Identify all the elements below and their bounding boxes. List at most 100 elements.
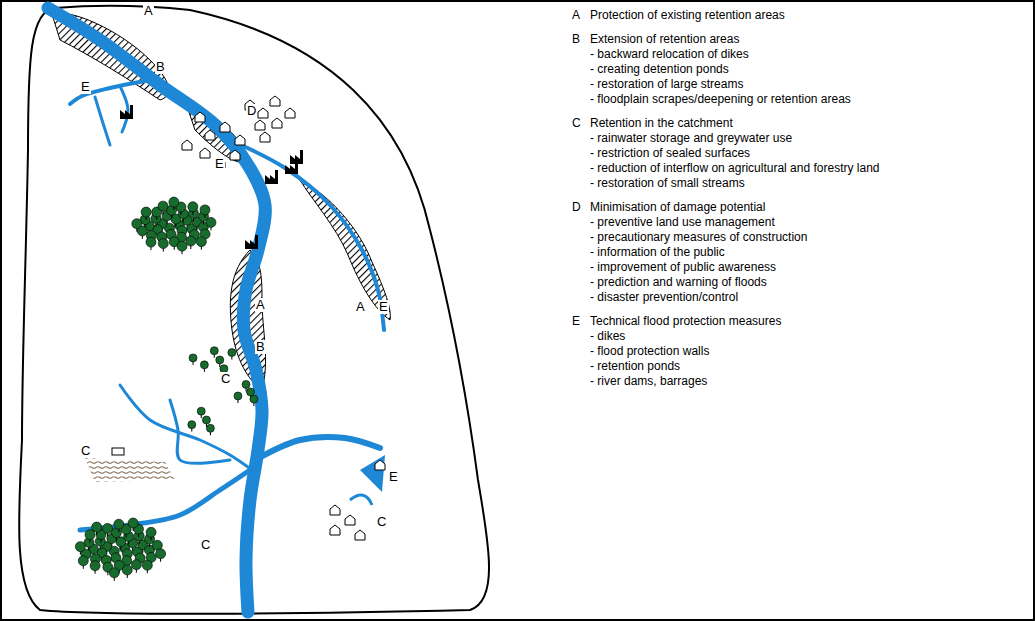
house xyxy=(235,135,245,145)
map-callout-letter: C xyxy=(200,538,211,552)
catchment-outline xyxy=(19,6,489,614)
house xyxy=(260,132,270,142)
house xyxy=(195,112,205,122)
tree xyxy=(122,565,132,578)
river xyxy=(70,80,150,104)
tractor xyxy=(112,448,124,455)
measure-item: - restoration of small streams xyxy=(590,176,1029,190)
measure-item: - reduction of interflow on agricultural… xyxy=(590,161,1029,175)
tree xyxy=(141,207,151,220)
tree xyxy=(128,518,138,531)
measure-item: - restoration of large streams xyxy=(590,77,1029,91)
tree xyxy=(146,527,156,540)
tree xyxy=(158,201,168,214)
map-callout-letter: C xyxy=(220,372,231,386)
measure-heading: Technical flood protection measures xyxy=(590,314,781,328)
tree xyxy=(114,519,124,532)
river xyxy=(255,437,380,460)
house xyxy=(330,505,340,515)
tree xyxy=(109,568,119,581)
tree xyxy=(142,560,152,573)
tree xyxy=(92,522,102,535)
map-callout-letter: C xyxy=(376,515,387,529)
map-callout-letter: E xyxy=(378,300,389,314)
river xyxy=(95,97,110,145)
measure-heading: Retention in the catchment xyxy=(590,116,733,130)
map-callout-letter: E xyxy=(388,470,399,484)
tree xyxy=(132,219,142,232)
tree xyxy=(206,217,216,230)
tree xyxy=(242,380,250,391)
tree xyxy=(156,549,166,562)
house xyxy=(258,108,268,118)
factory xyxy=(285,160,298,174)
tree xyxy=(90,561,100,574)
measure-item: - restriction of sealed surfaces xyxy=(590,146,1029,160)
house xyxy=(345,515,355,525)
measure-item: - river dams, barrages xyxy=(590,374,1029,388)
measure-heading: Protection of existing retention areas xyxy=(590,8,785,22)
map-callout-letter: B xyxy=(155,60,166,74)
measure-item: - disaster prevention/control xyxy=(590,290,1029,304)
key-letter: E xyxy=(572,314,580,328)
house xyxy=(285,108,295,118)
house xyxy=(220,122,230,132)
dam-symbol xyxy=(360,455,385,492)
house xyxy=(230,150,240,160)
house xyxy=(272,118,282,128)
tree xyxy=(78,556,88,569)
tree xyxy=(200,205,210,218)
measure-item: - dikes xyxy=(590,329,1029,343)
map-callout-letter: A xyxy=(355,300,366,314)
river xyxy=(120,86,128,132)
factory xyxy=(245,235,258,249)
tree xyxy=(103,523,113,536)
measure-item: - preventive land use management xyxy=(590,215,1029,229)
tree xyxy=(197,407,205,418)
measure-item: - flood protection walls xyxy=(590,344,1029,358)
measure-item: - prediction and warning of floods xyxy=(590,275,1029,289)
map-callout-letter: E xyxy=(214,157,225,171)
river xyxy=(120,385,252,470)
house xyxy=(255,120,265,130)
house xyxy=(375,460,385,470)
map-callout-letter: E xyxy=(80,80,91,94)
map-callout-letter: B xyxy=(255,340,266,354)
key-letter: D xyxy=(572,200,581,214)
measure-item: - information of the public xyxy=(590,245,1029,259)
tree xyxy=(131,560,141,573)
tree xyxy=(188,202,198,215)
tree xyxy=(169,197,179,210)
key-letter: A xyxy=(572,8,580,22)
tree xyxy=(177,241,187,254)
factory xyxy=(120,105,133,119)
tree xyxy=(146,237,156,250)
tree xyxy=(158,239,168,252)
tree xyxy=(189,354,197,365)
measure-heading: Minimisation of damage potential xyxy=(590,200,765,214)
measure-heading: Extension of retention areas xyxy=(590,32,739,46)
retention-area xyxy=(300,180,390,320)
tree xyxy=(111,528,121,541)
measure-item: - backward relocation of dikes xyxy=(590,47,1029,61)
tree xyxy=(196,237,206,250)
river xyxy=(230,140,384,330)
river xyxy=(170,400,230,463)
tree xyxy=(85,530,95,543)
tree xyxy=(210,347,218,358)
tree xyxy=(200,361,208,372)
tree xyxy=(188,421,196,432)
tree xyxy=(75,542,85,555)
measure-item: - retention ponds xyxy=(590,359,1029,373)
measure-item: - rainwater storage and greywater use xyxy=(590,131,1029,145)
house xyxy=(355,530,365,540)
house xyxy=(205,130,215,140)
measure-item: - floodplain scrapes/deepening or retent… xyxy=(590,92,1029,106)
house xyxy=(200,148,210,158)
tree xyxy=(186,236,196,249)
retention-pond xyxy=(350,495,372,505)
factory xyxy=(265,170,278,184)
tree xyxy=(234,392,242,403)
